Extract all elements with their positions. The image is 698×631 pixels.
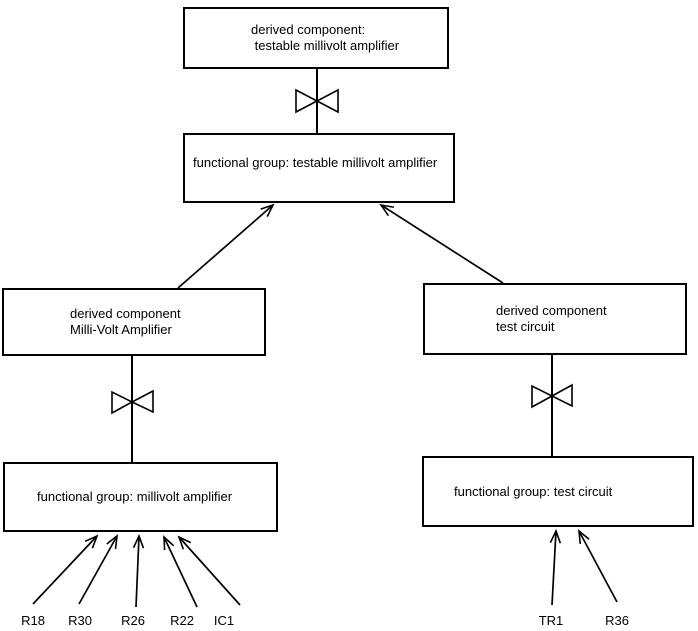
node-text: test circuit xyxy=(496,319,555,334)
edge-r30-arrow xyxy=(78,534,119,605)
node-derived-testable-millivolt-amplifier: derived component: testable millivolt am… xyxy=(183,7,449,69)
node-text: Milli-Volt Amplifier xyxy=(70,322,172,337)
leaf-label-r36: R36 xyxy=(605,613,629,628)
bowtie-icon xyxy=(295,88,339,114)
node-text: functional group: test circuit xyxy=(454,483,613,499)
edge-r26-arrow xyxy=(132,533,145,608)
node-derived-test-circuit: derived component test circuit xyxy=(423,283,687,355)
edge-r36-arrow xyxy=(578,529,618,603)
node-text: derived component xyxy=(70,306,181,321)
bowtie-icon xyxy=(531,383,573,409)
edge-tr1-arrow xyxy=(549,528,562,606)
node-functional-group-testable-millivolt-amplifier: functional group: testable millivolt amp… xyxy=(183,133,455,203)
node-functional-group-test-circuit: functional group: test circuit xyxy=(422,456,694,527)
bowtie-icon xyxy=(111,389,154,415)
edge-left-derived-to-top-functional xyxy=(177,203,275,289)
leaf-label-tr1: TR1 xyxy=(538,613,564,628)
edge-r22-arrow xyxy=(163,535,198,608)
leaf-label-r26: R26 xyxy=(121,613,145,628)
edge-ic1-arrow xyxy=(177,535,241,606)
node-functional-group-millivolt-amplifier: functional group: millivolt amplifier xyxy=(3,462,278,532)
node-text: functional group: millivolt amplifier xyxy=(37,489,233,504)
node-text: derived component: xyxy=(251,22,366,37)
node-text: derived component xyxy=(496,303,607,318)
leaf-label-r18: R18 xyxy=(21,613,45,628)
edge-right-derived-to-top-functional xyxy=(379,203,504,284)
leaf-label-r30: R30 xyxy=(68,613,92,628)
node-text: functional group: testable millivolt amp… xyxy=(193,155,438,170)
node-text: testable millivolt amplifier xyxy=(251,38,400,53)
leaf-label-ic1: IC1 xyxy=(213,613,235,628)
edge-r18-arrow xyxy=(32,534,99,605)
leaf-label-r22: R22 xyxy=(170,613,194,628)
node-derived-milli-volt-amplifier: derived component Milli-Volt Amplifier xyxy=(2,288,266,356)
